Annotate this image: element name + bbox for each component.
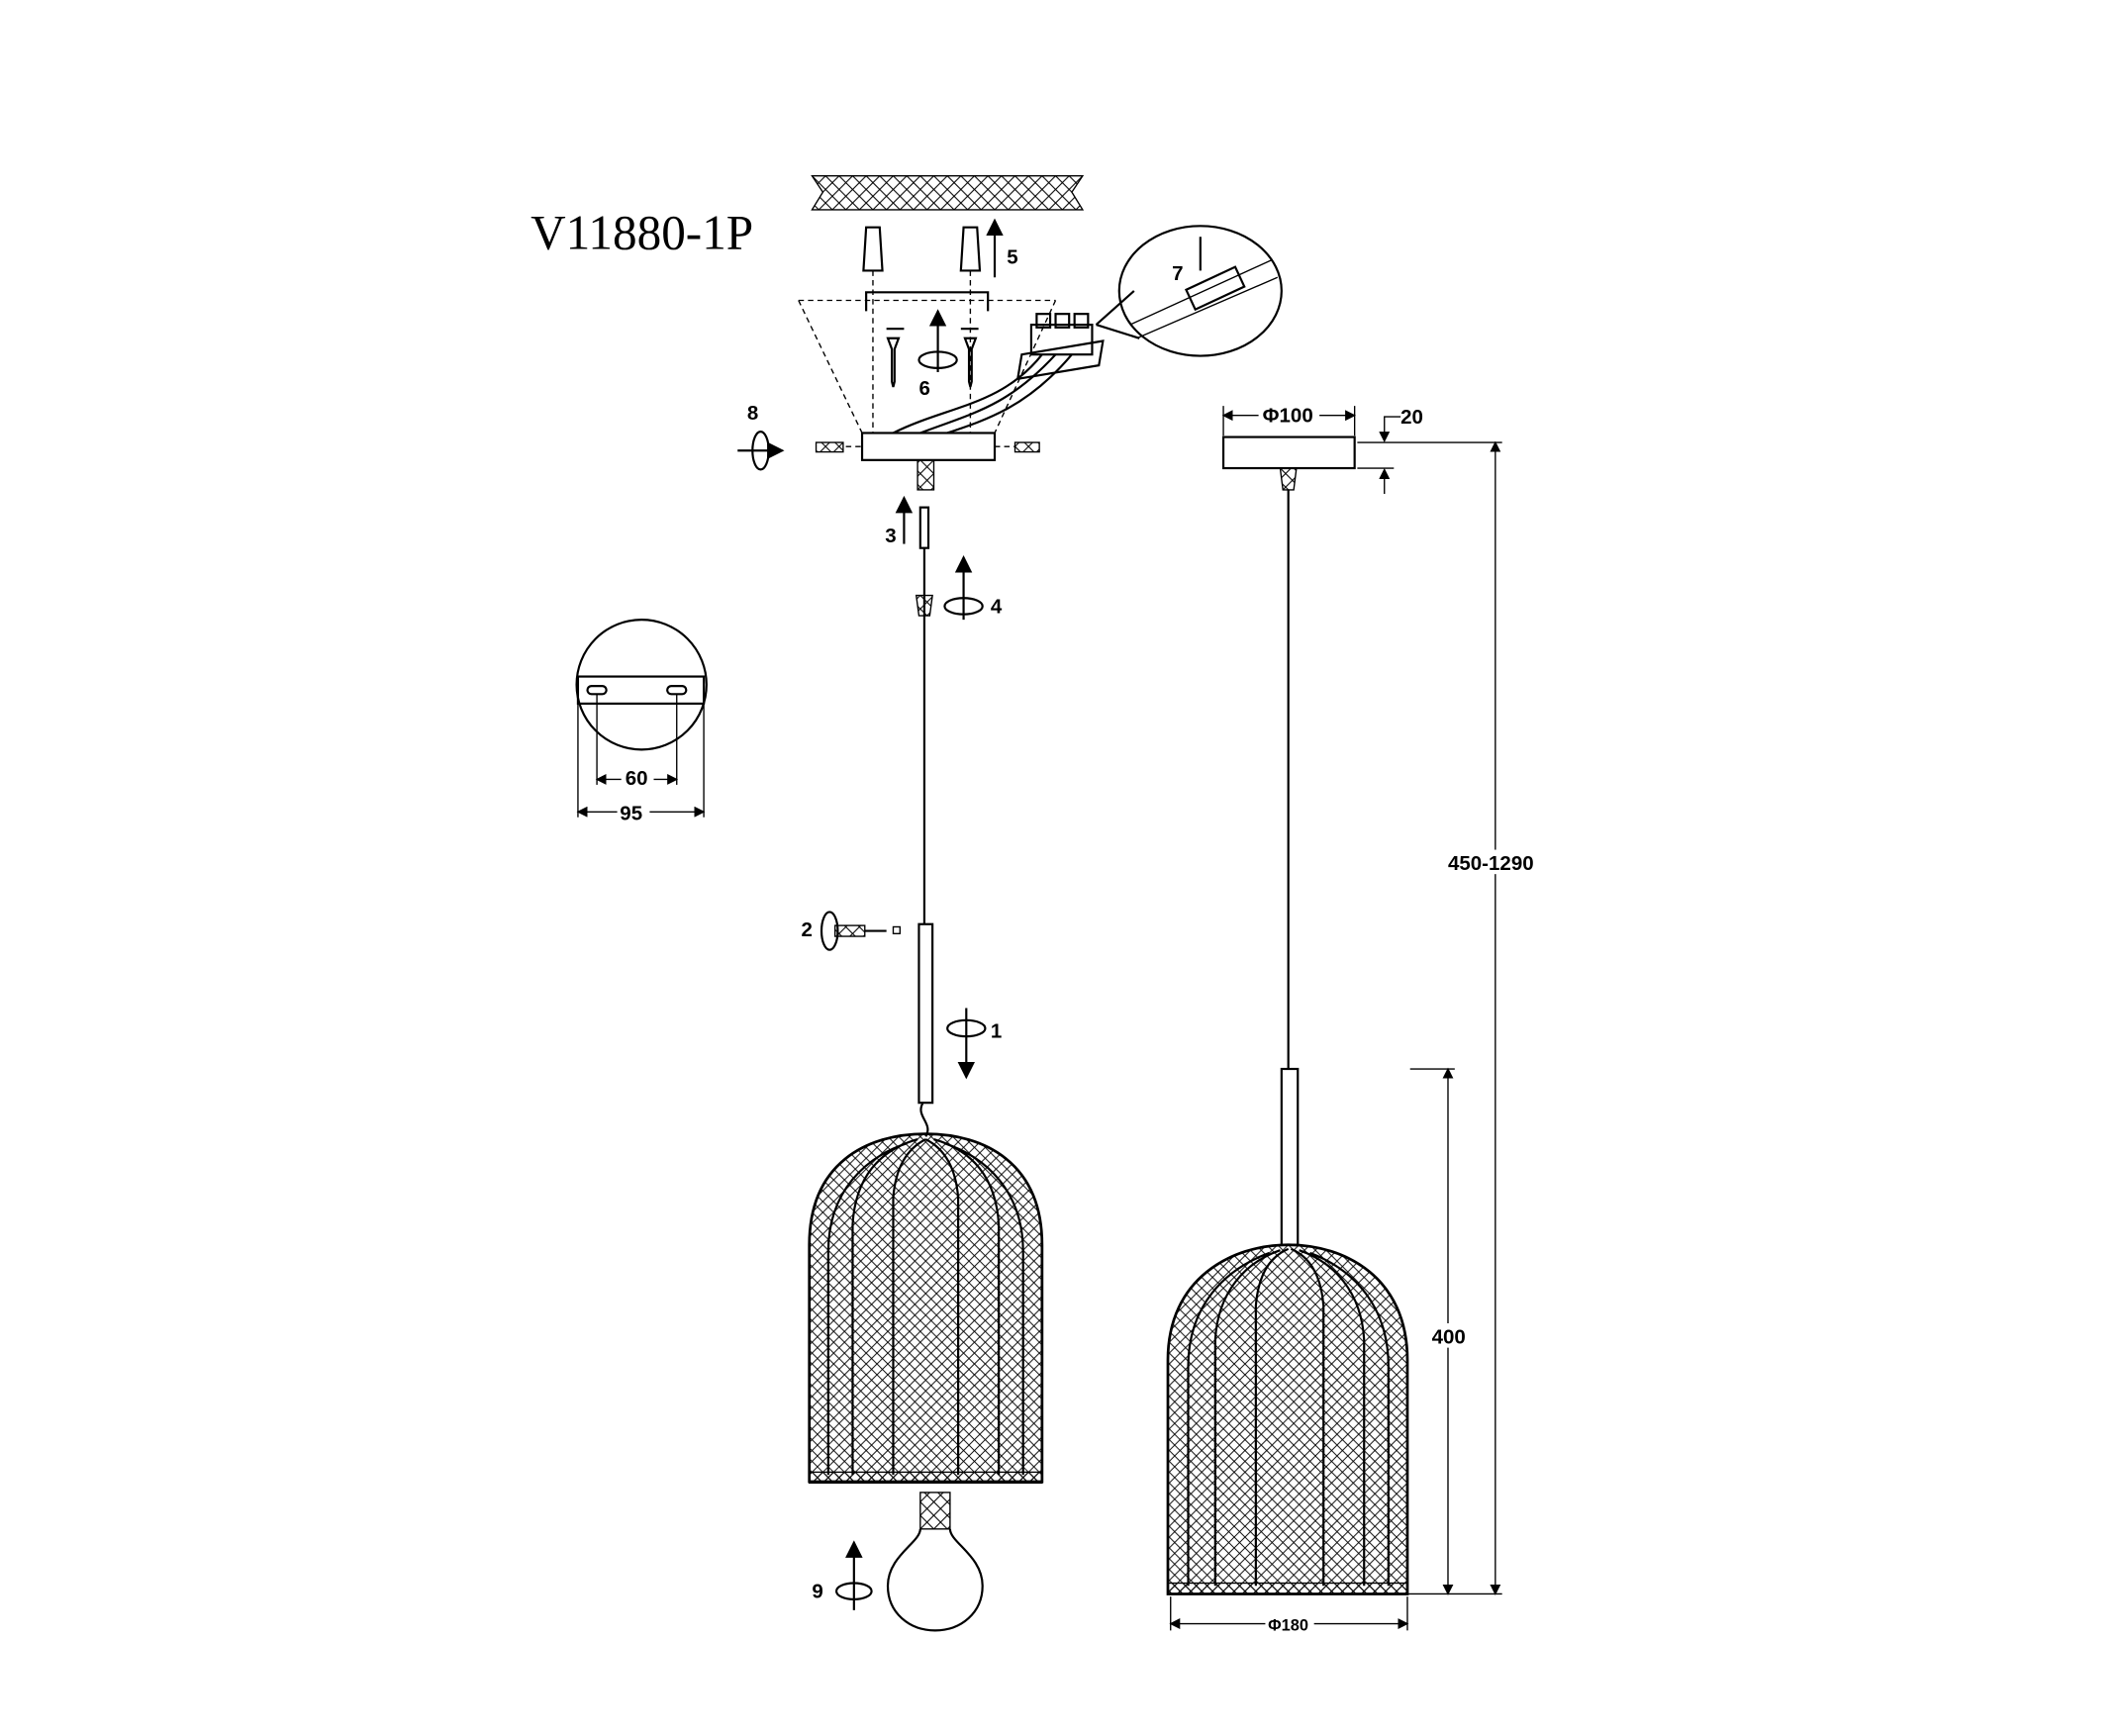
dim-total-height: 450-1290 [1448,852,1534,875]
wiring-detail-callout [1117,225,1283,357]
step-label-8: 8 [747,402,758,425]
canopy [860,432,997,461]
step-label-6: 6 [918,377,929,400]
light-bulb [886,1492,984,1632]
step-label-1: 1 [991,1020,1002,1043]
step-label-4: 4 [991,595,1003,618]
model-title: V11880-1P [530,206,753,260]
screw-icon [886,337,978,388]
dim-bracket-width: 95 [620,802,642,824]
dim-shade-diameter: Φ180 [1268,1616,1308,1634]
step-label-7: 7 [1172,262,1183,285]
dim-canopy-diameter: Φ100 [1263,405,1313,428]
ceiling [811,175,1085,211]
rotate-icon [917,350,958,369]
step-label-3: 3 [885,525,896,547]
step-label-2: 2 [802,918,813,941]
wall-anchor-icon [862,226,982,272]
mesh-shade-elevation [1166,1243,1409,1595]
bracket-detail [575,619,708,818]
dim-hole-spacing: 60 [626,767,648,790]
terminal-block [1015,313,1105,381]
dim-shade-height: 400 [1432,1326,1466,1349]
mounting-bracket [865,291,990,312]
step-label-9: 9 [812,1581,822,1603]
mesh-shade [808,1132,1044,1485]
canopy-elevation [1221,435,1356,470]
dim-canopy-height: 20 [1400,406,1423,429]
height-adjust-tube [917,922,934,1105]
step-label-5: 5 [1007,246,1017,269]
